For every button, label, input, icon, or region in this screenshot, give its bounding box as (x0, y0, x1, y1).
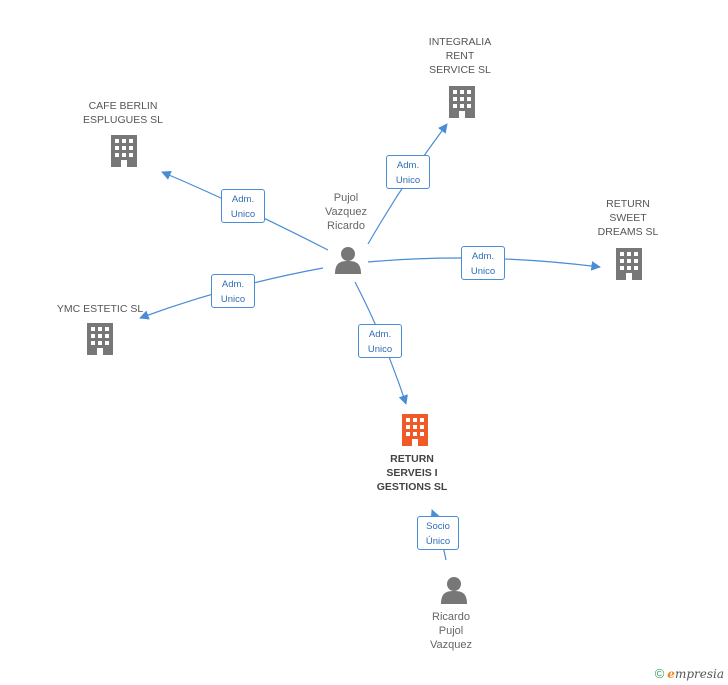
building-icon[interactable] (87, 323, 113, 355)
edge-label-cafe-berlin: Adm. Unico (221, 189, 265, 223)
brand-footer: ©empresia (655, 666, 724, 681)
building-icon[interactable] (616, 248, 642, 280)
building-icon[interactable] (402, 414, 428, 446)
person-label-pujol[interactable]: Pujol Vazquez Ricardo (325, 192, 367, 232)
company-label-cafe-berlin[interactable]: CAFE BERLIN ESPLUGUES SL (83, 100, 163, 126)
company-label-return-sweet[interactable]: RETURN SWEET DREAMS SL (597, 198, 659, 238)
person-label-ricardo[interactable]: Ricardo Pujol Vazquez (430, 611, 472, 651)
company-label-ymc[interactable]: YMC ESTETIC SL (56, 303, 144, 315)
company-label-integralia[interactable]: INTEGRALIA RENT SERVICE SL (428, 36, 492, 76)
person-icon[interactable] (335, 247, 361, 274)
edge-label-integralia: Adm. Unico (386, 155, 430, 189)
brand-initial: e (667, 667, 675, 681)
person-icon[interactable] (441, 577, 467, 604)
brand-name: mpresia (674, 667, 724, 681)
edge-label-return-serveis: Adm. Unico (358, 324, 402, 358)
building-icon[interactable] (111, 135, 137, 167)
copyright-symbol: © (654, 666, 665, 681)
edge-label-return-sweet: Adm. Unico (461, 246, 505, 280)
company-label-return-serveis[interactable]: RETURN SERVEIS I GESTIONS SL (376, 453, 448, 493)
edge-label-socio: Socio Único (417, 516, 459, 550)
empresia-logo: empresia (667, 667, 724, 681)
edge-label-ymc: Adm. Unico (211, 274, 255, 308)
building-icon[interactable] (449, 86, 475, 118)
